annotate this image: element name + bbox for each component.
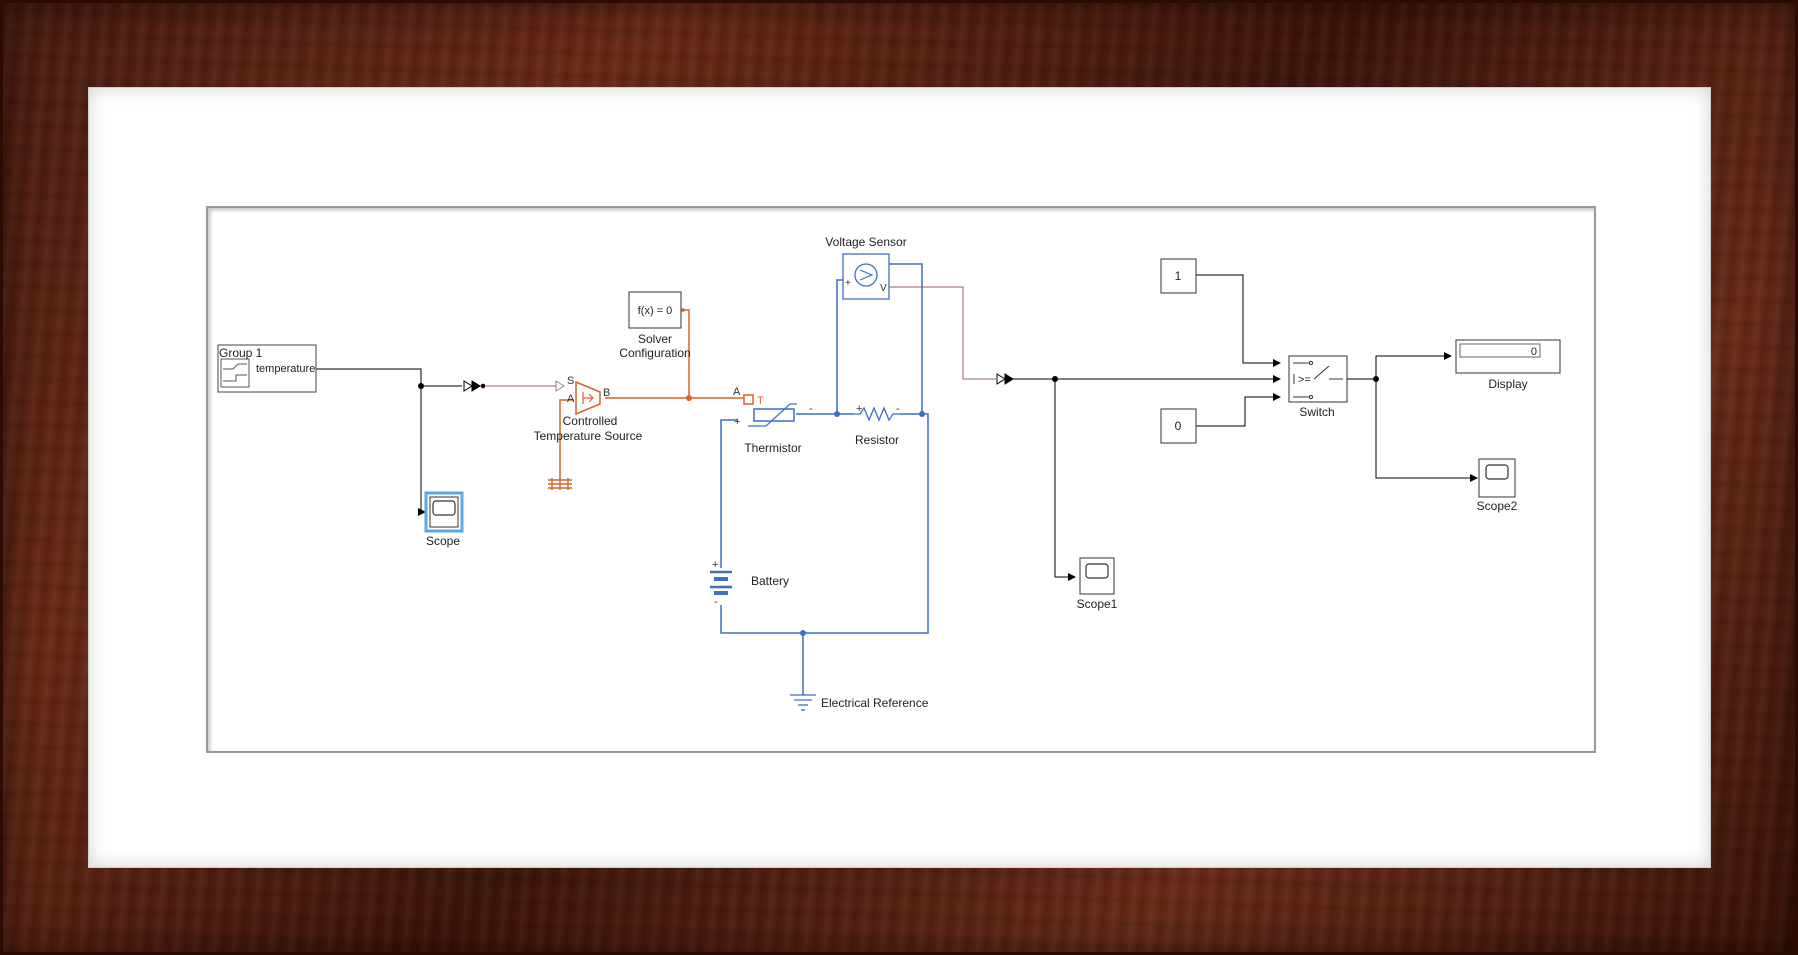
battery-label: Battery [751,574,789,588]
signal-lines [316,274,1478,581]
constant-1-value: 1 [1175,269,1182,283]
resistor-plus: + [856,403,862,415]
controlled-temperature-source-block[interactable] [575,380,601,416]
simulink-ps-converter[interactable] [463,380,486,392]
voltage-sensor-block[interactable] [842,253,890,300]
resistor-label: Resistor [855,433,899,447]
electrical-lines [720,263,929,695]
port-a-label: A [567,393,575,405]
thermal-line-a-to-ground[interactable] [559,399,574,480]
electrical-line-sensor-minus[interactable] [889,263,923,415]
thermistor-plus: + [734,416,740,428]
electrical-reference-label: Electrical Reference [821,696,929,710]
simulink-canvas [206,206,1596,753]
constant-1-block[interactable] [1160,258,1197,294]
scope1-block[interactable] [1079,557,1115,595]
voltage-sensor-plus: + [845,278,851,289]
thermal-node [686,395,692,401]
battery-plus: + [712,559,718,571]
signal-line-to-display[interactable] [1347,352,1452,380]
switch-block[interactable] [1288,355,1348,403]
voltage-sensor-port-v: V [880,283,887,294]
thermistor-minus: - [809,403,813,415]
electrical-node [800,630,806,636]
battery-block[interactable] [710,570,732,595]
signal-line-const1-to-switch[interactable] [1196,274,1281,367]
branch-point [1052,376,1058,382]
solver-label-1: Solver [638,332,672,346]
group-title: Group 1 [219,346,263,360]
branch-point [418,383,424,389]
temp-source-label-1: Controlled [563,414,618,428]
display-block[interactable] [1455,339,1561,374]
thermal-line-to-solver[interactable] [683,309,690,398]
scope-label: Scope [426,534,460,548]
electrical-node [834,411,840,417]
thermal-reference-icon[interactable] [548,478,572,490]
thermistor-block[interactable] [743,394,797,427]
electrical-line-return[interactable] [720,413,929,634]
voltage-sensor-label: Voltage Sensor [825,235,906,249]
solver-configuration-block[interactable] [628,291,685,329]
scope2-block[interactable] [1478,458,1516,498]
port-s-label: S [567,375,574,387]
constant-0-value: 0 [1175,419,1182,433]
thermal-lines [559,309,744,480]
constant-0-block[interactable] [1160,408,1197,444]
temp-source-label-2: Temperature Source [534,429,643,443]
signal-builder-block[interactable] [217,344,317,393]
port-b-label: B [603,387,610,399]
signal-line-to-scope2[interactable] [1375,379,1478,482]
solver-label-2: Configuration [619,346,690,360]
resistor-block[interactable] [854,406,900,422]
ps-input-port-icon [555,380,565,392]
solver-expression: f(x) = 0 [638,305,673,317]
display-value: 0 [1531,346,1537,358]
thermistor-port-a: A [733,386,741,398]
thermistor-label: Thermistor [744,441,801,455]
signal-line-const0-to-switch[interactable] [1196,393,1281,427]
thermistor-port-t: T [757,395,764,407]
resistor-minus: - [896,403,900,415]
branch-point [1373,376,1379,382]
electrical-node [919,411,925,417]
electrical-reference-icon[interactable] [790,694,816,711]
scope1-label: Scope1 [1077,597,1118,611]
switch-label: Switch [1299,405,1334,419]
ps-simulink-converter[interactable] [996,373,1014,385]
scope2-label: Scope2 [1477,499,1518,513]
group-signal-name: temperature [256,363,315,375]
signal-line-to-scope1[interactable] [1054,379,1076,581]
scope-block[interactable] [424,491,464,533]
switch-criteria: >= [1298,374,1311,386]
battery-minus: - [714,596,718,608]
electrical-line-to-sensor-plus[interactable] [796,279,843,415]
physical-signal-line-sensor[interactable] [877,286,996,380]
signal-line-group-to-scope[interactable] [316,368,422,512]
display-label: Display [1488,377,1527,391]
electrical-line-battery-plus[interactable] [720,419,738,568]
